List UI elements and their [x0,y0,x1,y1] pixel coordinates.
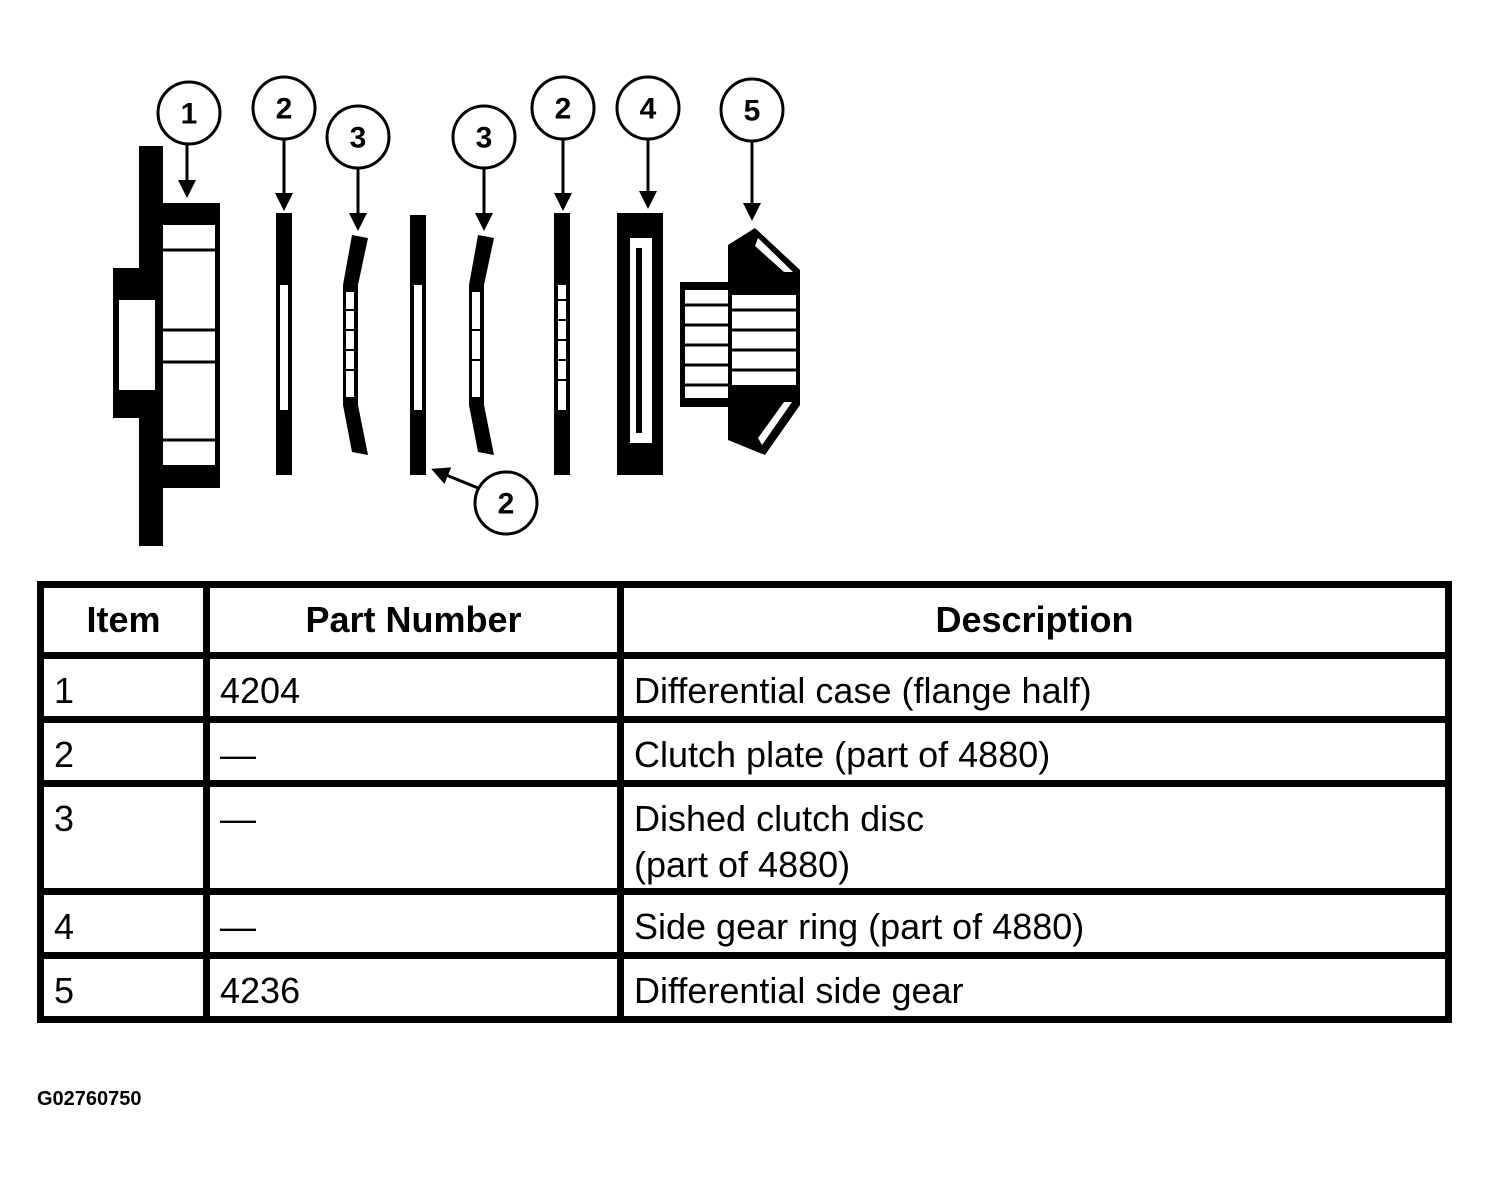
cell-description: Side gear ring (part of 4880) [617,888,1452,959]
header-part-number: Part Number [203,581,624,659]
callout-number: 4 [640,93,657,126]
callout-circle [451,104,517,170]
dished-clutch-disc-part [343,235,368,455]
cell-item: 5 [37,952,210,1023]
cell-part-number: — [203,780,624,895]
differential-case-part [113,146,220,546]
table-header-row: Item Part Number Description [37,581,1452,659]
dished-clutch-disc-part [469,235,494,455]
callout-circle [530,75,596,141]
cell-item: 1 [37,652,210,723]
figure-id: G02760750 [37,1088,142,1110]
callout-circle [719,77,785,143]
callout-number: 3 [476,122,493,155]
callout-circle [156,80,222,146]
callout-number: 5 [744,95,761,128]
callout-circle [251,75,317,141]
callout-circle [473,470,539,536]
callout-circle [615,75,681,141]
callout-arrow [431,467,479,490]
cell-part-number: — [203,716,624,787]
table-row: 2 — Clutch plate (part of 4880) [37,716,1452,787]
differential-side-gear-part [680,228,800,455]
header-item: Item [37,581,210,659]
callout-number: 1 [181,98,198,131]
cell-item: 2 [37,716,210,787]
table-row: 3 — Dished clutch disc (part of 4880) [37,780,1452,895]
callout-number: 2 [555,93,572,126]
callout-number: 3 [350,122,367,155]
table-row: 4 — Side gear ring (part of 4880) [37,888,1452,959]
cell-description: Dished clutch disc (part of 4880) [617,780,1452,895]
parts-table: Item Part Number Description 1 4204 Diff… [37,581,1452,1023]
callout-number: 2 [276,93,293,126]
header-description: Description [617,581,1452,659]
cell-part-number: 4236 [203,952,624,1023]
table-row: 5 4236 Differential side gear [37,952,1452,1023]
side-gear-ring-part [617,213,663,475]
cell-description: Differential case (flange half) [617,652,1452,723]
table-row: 1 4204 Differential case (flange half) [37,652,1452,723]
clutch-plate-part [276,213,292,475]
cell-part-number: — [203,888,624,959]
clutch-plate-part [410,215,426,475]
cell-item: 3 [37,780,210,895]
cell-part-number: 4204 [203,652,624,723]
exploded-view-diagram: 1 2 3 3 2 4 5 2 [113,75,800,546]
callout-circle [325,104,391,170]
clutch-plate-part [554,213,570,475]
cell-description: Clutch plate (part of 4880) [617,716,1452,787]
cell-item: 4 [37,888,210,959]
cell-description: Differential side gear [617,952,1452,1023]
callout-number: 2 [498,488,515,521]
